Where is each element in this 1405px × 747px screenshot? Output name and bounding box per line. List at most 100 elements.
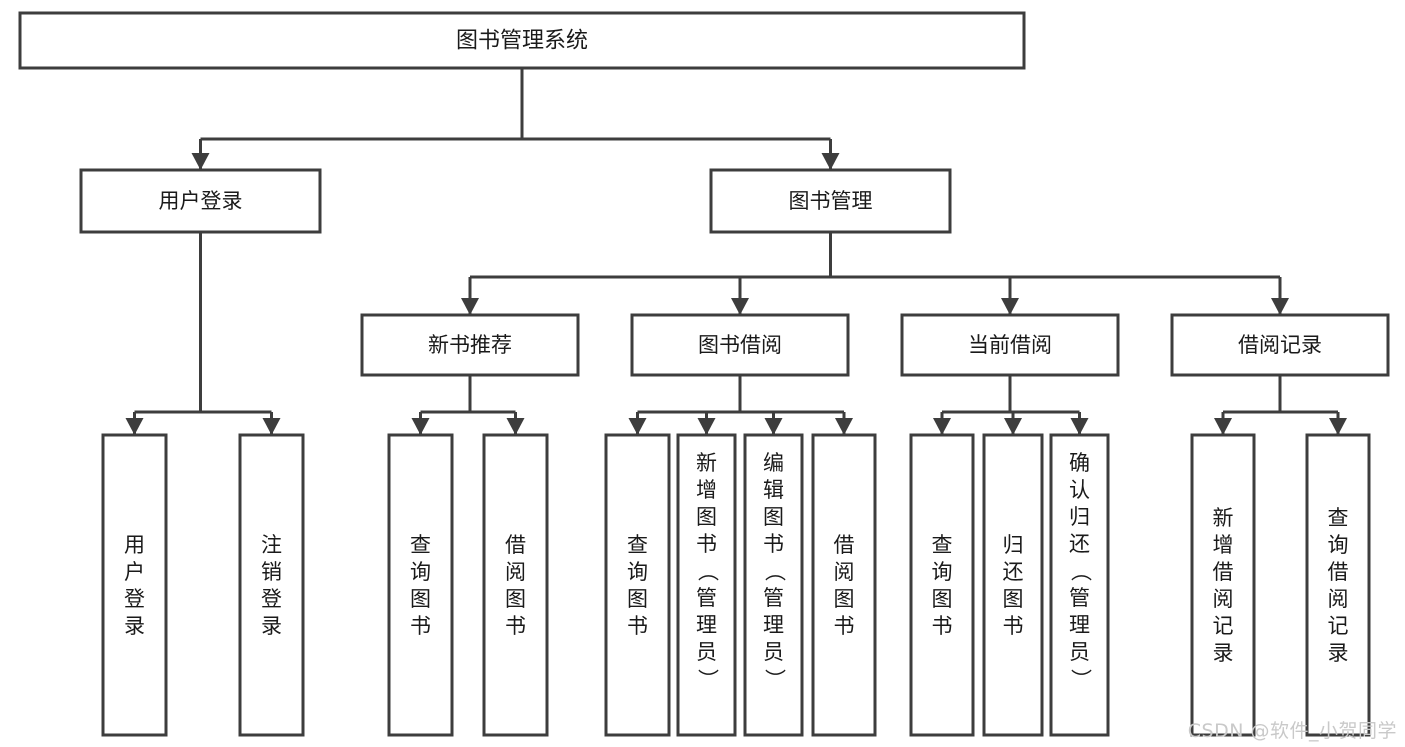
svg-text:管: 管 (696, 586, 717, 610)
svg-text:销: 销 (261, 560, 282, 584)
svg-text:（: （ (1069, 561, 1093, 582)
node-new-book-rec[interactable]: 新书推荐 (360, 313, 580, 377)
edge-group-book-borrow (628, 375, 853, 435)
node-label-leaf-user-login: 用户登录 (124, 533, 145, 638)
node-layer: 图书管理系统用户登录图书管理新书推荐图书借阅当前借阅借阅记录用户登录注销登录查询… (18, 11, 1390, 737)
svg-text:书: 书 (505, 614, 526, 638)
svg-text:阅: 阅 (505, 560, 526, 584)
arrowhead (835, 418, 853, 435)
node-root[interactable]: 图书管理系统 (18, 11, 1026, 70)
arrowhead (764, 418, 783, 435)
svg-text:）: ） (1069, 669, 1093, 690)
node-box-user-login (79, 168, 322, 234)
node-box-leaf-user-login (101, 433, 168, 737)
node-box-root (18, 11, 1026, 70)
svg-text:询: 询 (1328, 533, 1349, 557)
arrowhead (262, 418, 281, 435)
svg-text:图: 图 (763, 505, 784, 529)
node-current-borrow[interactable]: 当前借阅 (900, 313, 1120, 377)
node-book-borrow[interactable]: 图书借阅 (630, 313, 850, 377)
svg-text:书: 书 (410, 614, 431, 638)
svg-text:）: ） (763, 669, 787, 690)
arrowhead (933, 418, 951, 435)
node-leaf-user-login[interactable]: 用户登录 (101, 433, 168, 737)
arrowhead (191, 153, 210, 170)
arrowhead (1214, 418, 1232, 435)
node-box-leaf-query-record (1305, 433, 1371, 737)
svg-text:辑: 辑 (763, 478, 784, 502)
arrowhead (506, 418, 525, 435)
svg-text:管: 管 (1069, 586, 1090, 610)
arrowhead (628, 418, 647, 435)
svg-text:询: 询 (410, 560, 431, 584)
svg-text:还: 还 (1003, 560, 1024, 584)
arrowhead (731, 298, 749, 315)
svg-text:图: 图 (834, 587, 855, 611)
edge-group-borrow-record (1214, 375, 1347, 435)
svg-text:借: 借 (834, 533, 855, 557)
svg-text:新: 新 (1213, 506, 1234, 530)
node-user-login[interactable]: 用户登录 (79, 168, 322, 234)
svg-text:查: 查 (627, 533, 648, 557)
node-box-leaf-query-book-3 (909, 433, 975, 737)
node-box-leaf-borrow-book-2 (811, 433, 877, 737)
node-borrow-record[interactable]: 借阅记录 (1170, 313, 1390, 377)
svg-text:还: 还 (1069, 532, 1090, 556)
svg-text:查: 查 (932, 533, 953, 557)
svg-text:询: 询 (932, 560, 953, 584)
svg-text:理: 理 (696, 613, 717, 637)
svg-text:员: 员 (696, 640, 717, 664)
node-book-manage[interactable]: 图书管理 (709, 168, 952, 234)
svg-text:录: 录 (1213, 641, 1234, 665)
svg-text:书: 书 (627, 614, 648, 638)
svg-text:员: 员 (1069, 640, 1090, 664)
svg-text:图: 图 (505, 587, 526, 611)
svg-text:归: 归 (1003, 533, 1024, 557)
svg-text:认: 认 (1069, 478, 1090, 502)
node-box-leaf-add-book (676, 433, 737, 737)
svg-text:询: 询 (627, 560, 648, 584)
svg-text:编: 编 (763, 451, 784, 475)
node-box-borrow-record (1170, 313, 1390, 377)
node-label-book-manage: 图书管理 (789, 189, 873, 213)
svg-text:图: 图 (1003, 587, 1024, 611)
svg-text:图: 图 (696, 505, 717, 529)
svg-text:借: 借 (1328, 560, 1349, 584)
svg-text:注: 注 (261, 533, 282, 557)
svg-text:登: 登 (124, 587, 145, 611)
arrowhead (1329, 418, 1347, 435)
svg-text:借: 借 (1213, 560, 1234, 584)
node-box-leaf-query-book-2 (604, 433, 671, 737)
svg-text:书: 书 (932, 614, 953, 638)
node-box-current-borrow (900, 313, 1120, 377)
arrowhead (821, 153, 840, 170)
node-label-new-book-rec: 新书推荐 (428, 333, 512, 357)
node-label-root: 图书管理系统 (456, 29, 588, 54)
svg-text:理: 理 (1069, 613, 1090, 637)
node-box-book-manage (709, 168, 952, 234)
svg-text:用: 用 (124, 533, 145, 557)
arrowhead (461, 298, 479, 315)
node-label-current-borrow: 当前借阅 (968, 333, 1052, 357)
arrowhead (125, 418, 144, 435)
